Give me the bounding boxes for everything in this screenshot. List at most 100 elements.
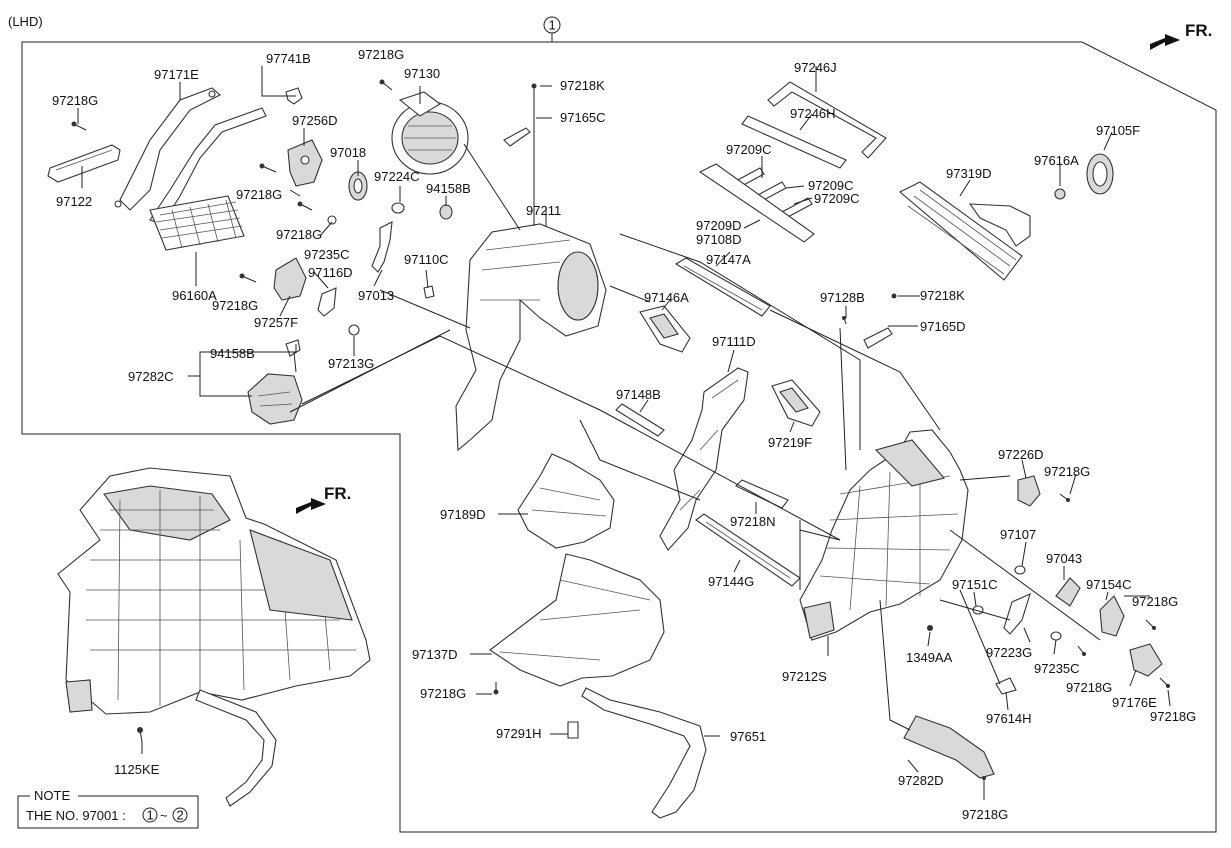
part-label: 94158B bbox=[210, 346, 255, 361]
seal-part-97148B bbox=[615, 403, 665, 437]
front-direction-label-lower: FR. bbox=[324, 484, 351, 503]
part-label: 97223G bbox=[986, 645, 1032, 660]
front-direction-arrow-icon bbox=[1150, 34, 1180, 50]
gear-part-97018 bbox=[348, 171, 368, 201]
main-assembly-frame bbox=[21, 41, 1217, 833]
part-label: 97144G bbox=[708, 574, 754, 589]
part-label: 97105F bbox=[1096, 123, 1140, 138]
note-range-start-circle bbox=[142, 807, 158, 823]
part-label: 97176E bbox=[1112, 695, 1157, 710]
part-label: 97291H bbox=[496, 726, 542, 741]
assembled-hvac-unit-view bbox=[57, 467, 371, 807]
part-label: 97235C bbox=[1034, 661, 1080, 676]
part-label: 97128B bbox=[820, 290, 865, 305]
part-label: 97043 bbox=[1046, 551, 1082, 566]
part-label: 97165C bbox=[560, 110, 606, 125]
part-label: 97171E bbox=[154, 67, 199, 82]
duct-part-97282C bbox=[247, 373, 303, 425]
filter-part-97122 bbox=[47, 144, 121, 183]
part-label: 97218K bbox=[920, 288, 965, 303]
part-label: 97257F bbox=[254, 315, 298, 330]
part-label: 97111D bbox=[712, 334, 756, 349]
part-label: 97122 bbox=[56, 194, 92, 209]
part-label: 94158B bbox=[426, 181, 471, 196]
seal-part-97246H bbox=[741, 115, 847, 169]
screw-icons-right bbox=[493, 493, 1170, 780]
note-title: NOTE bbox=[34, 788, 70, 803]
note-text: THE NO. 97001 : bbox=[26, 808, 126, 823]
screw-icons-left bbox=[71, 79, 393, 283]
seal-part-97147A bbox=[674, 257, 771, 317]
door-part-97219F bbox=[771, 379, 821, 427]
lower-case-part-97137D bbox=[489, 553, 665, 687]
part-label: 97218G bbox=[1132, 594, 1178, 609]
clip-part-97213G bbox=[348, 324, 360, 336]
part-label: 97147A bbox=[706, 252, 751, 267]
part-label: 97209C bbox=[726, 142, 772, 157]
part-label: 97213G bbox=[328, 356, 374, 371]
sensor-part-97616A bbox=[1054, 188, 1066, 200]
part-label: 97282D bbox=[898, 773, 944, 788]
case-part-97111D bbox=[659, 367, 749, 551]
seal-part-97246J bbox=[767, 81, 887, 159]
grommet-part-97105F bbox=[1086, 153, 1114, 195]
duct-part-97282D bbox=[903, 715, 995, 779]
part-label: 97616A bbox=[1034, 153, 1079, 168]
part-label: 97218G bbox=[236, 187, 282, 202]
note-range-end-circle bbox=[172, 807, 188, 823]
sensor-part-94158B-upper bbox=[439, 204, 453, 220]
lever-part-97223G bbox=[1003, 593, 1031, 635]
module-part-97176E bbox=[1129, 643, 1163, 677]
part-label: 97018 bbox=[330, 145, 366, 160]
part-label: 96160A bbox=[172, 288, 217, 303]
part-label: 97741B bbox=[266, 51, 311, 66]
main-case-part-97212S bbox=[799, 429, 969, 641]
part-label: 97218G bbox=[358, 47, 404, 62]
part-label: 1125KE bbox=[114, 762, 160, 777]
bush-part-97235C-left bbox=[327, 215, 337, 225]
leader-lines bbox=[77, 66, 1171, 800]
actuator-part-97257F bbox=[273, 257, 307, 301]
part-label: 97246J bbox=[794, 60, 837, 75]
front-direction-label: FR. bbox=[1185, 21, 1212, 40]
part-label: 97108D bbox=[696, 232, 742, 247]
door-part-97146A bbox=[639, 305, 691, 353]
part-label: 97211 bbox=[526, 203, 561, 218]
part-label: 97218G bbox=[1044, 464, 1090, 479]
part-label: 97256D bbox=[292, 113, 338, 128]
bush-part-97235C-right bbox=[1050, 631, 1062, 641]
actuator-part-97226D bbox=[1017, 475, 1041, 507]
bracket-part-97165C bbox=[503, 83, 537, 226]
assembly-ref-number: 1 bbox=[549, 18, 556, 33]
part-label: 97319D bbox=[946, 166, 992, 181]
part-label: 97218G bbox=[1150, 709, 1196, 724]
part-label: 97226D bbox=[998, 447, 1044, 462]
evaporator-part-97319D bbox=[899, 181, 1031, 281]
seal-part-97218N bbox=[735, 479, 789, 509]
part-label: 97218G bbox=[962, 807, 1008, 822]
part-label: 97151C bbox=[952, 577, 998, 592]
part-label: 97189D bbox=[440, 507, 486, 522]
part-label: 97218G bbox=[420, 686, 466, 701]
part-label: 97212S bbox=[782, 669, 827, 684]
part-label: 97116D bbox=[308, 265, 353, 280]
part-label: 97148B bbox=[616, 387, 661, 402]
part-label: 97235C bbox=[304, 247, 350, 262]
bush-part-97107 bbox=[1014, 565, 1026, 575]
gear-part-97043 bbox=[1055, 577, 1081, 607]
part-labels: 97741B 97171E 97218G 97122 97256D 97018 … bbox=[52, 47, 1196, 822]
actuator-part-97256D bbox=[287, 139, 323, 187]
part-label: 1349AA bbox=[906, 650, 953, 665]
note-range-end: 2 bbox=[177, 808, 184, 823]
link-part-97013 bbox=[371, 221, 393, 273]
pin-part-97128B bbox=[842, 316, 847, 325]
part-label: 97282C bbox=[128, 369, 174, 384]
part-label: 97209D bbox=[696, 218, 742, 233]
part-label: 97154C bbox=[1086, 577, 1132, 592]
note-range-sep: ~ bbox=[160, 808, 168, 823]
nut-part-1349AA bbox=[927, 625, 933, 631]
lever-part-97116D bbox=[317, 287, 337, 317]
part-label: 97165D bbox=[920, 319, 966, 334]
part-label: 97218G bbox=[212, 298, 258, 313]
